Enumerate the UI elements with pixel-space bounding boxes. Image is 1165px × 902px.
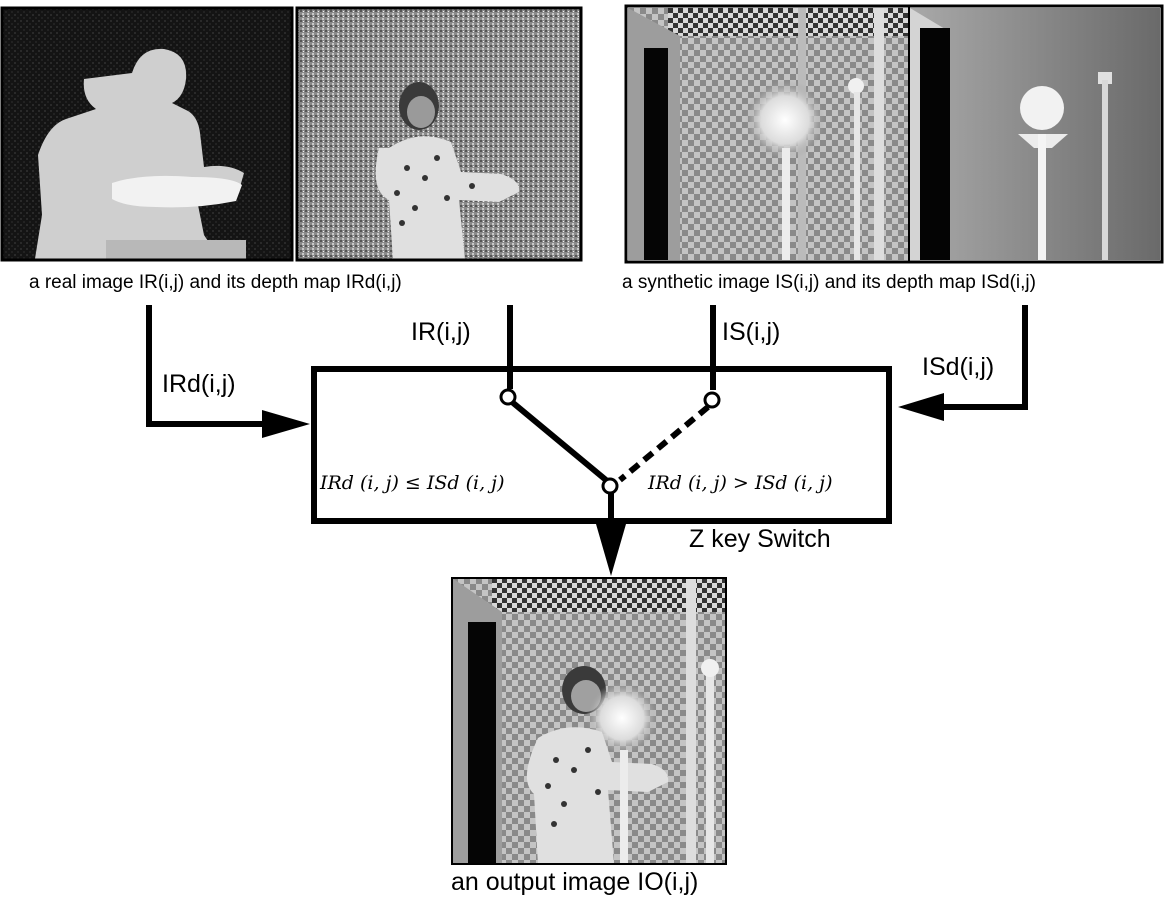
isd-signal-line [930, 305, 1028, 410]
ird-signal-line [146, 305, 282, 427]
synthetic-pair-frame [624, 4, 1164, 264]
output-image [452, 578, 726, 864]
real-depth-map-frame [0, 6, 294, 262]
synthetic-image-caption: a synthetic image IS(i,j) and its depth … [622, 272, 1036, 293]
switch-arm-is-dashed [618, 404, 710, 483]
output-image-frame [451, 577, 727, 865]
switch-arm-ir [510, 399, 608, 483]
ird-label: IRd(i,j) [162, 370, 236, 398]
z-key-switch-label: Z key Switch [689, 525, 831, 553]
synthetic-image [628, 8, 908, 260]
real-image-frame [295, 6, 583, 262]
output-image-caption: an output image IO(i,j) [451, 868, 699, 896]
synthetic-depth-map-image [910, 8, 1160, 260]
ir-label: IR(i,j) [411, 318, 471, 346]
real-depth-map-image [2, 8, 292, 260]
condition-right: IRd (i, j) > ISd (i, j) [648, 472, 833, 494]
ird-arrowhead [262, 410, 310, 438]
ir-terminal [499, 388, 517, 406]
switch-box [311, 366, 892, 524]
output-terminal [601, 477, 619, 495]
isd-arrowhead [898, 393, 944, 421]
is-terminal [703, 391, 721, 409]
is-label: IS(i,j) [722, 318, 781, 346]
real-image [297, 8, 581, 260]
output-arrowhead [596, 524, 626, 576]
condition-left: IRd (i, j) ≤ ISd (i, j) [320, 472, 505, 494]
real-image-caption: a real image IR(i,j) and its depth map I… [29, 272, 402, 293]
isd-label: ISd(i,j) [922, 353, 995, 381]
